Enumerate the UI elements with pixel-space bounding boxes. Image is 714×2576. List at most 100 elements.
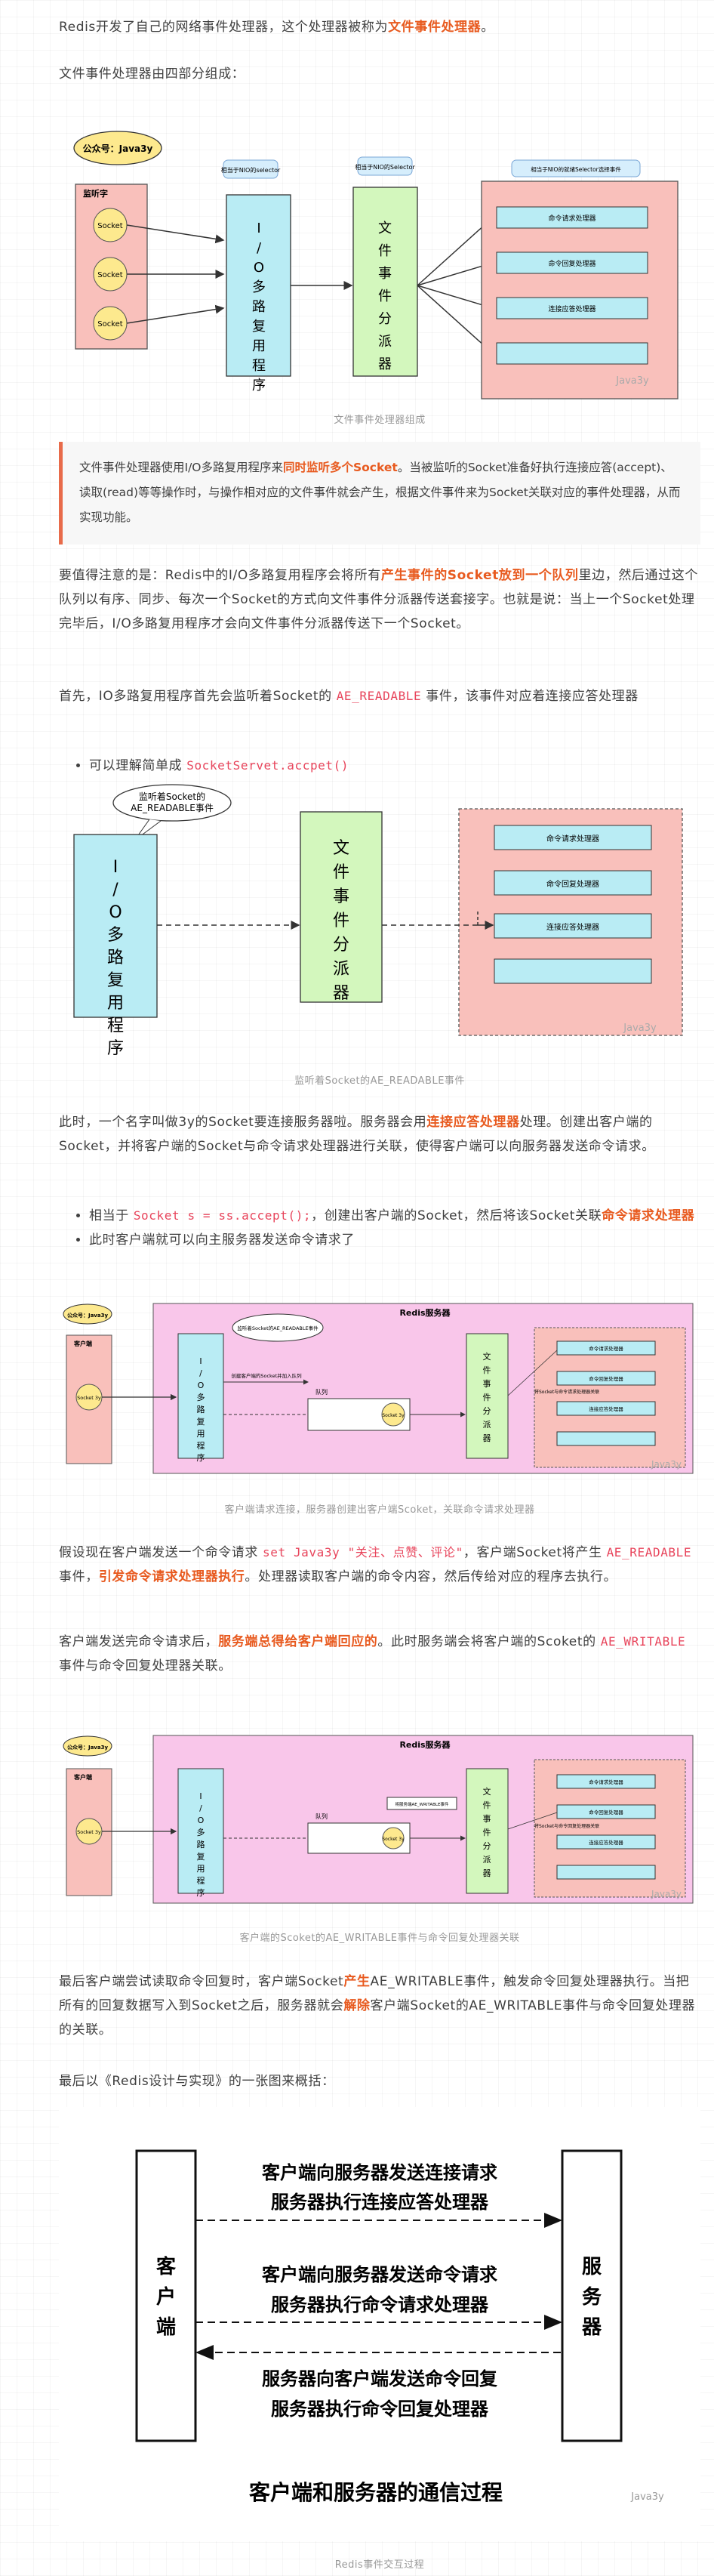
svg-text:客户端: 客户端 — [73, 1773, 92, 1781]
intro-highlight: 文件事件处理器 — [388, 20, 482, 35]
handler-empty — [496, 342, 648, 365]
handlers-note — [511, 159, 641, 177]
io-multiplexer-box — [177, 1768, 224, 1894]
svg-text:命令回复处理器: 命令回复处理器 — [546, 879, 599, 889]
fig4-caption: 客户端的Scoket的AE_WRITABLE事件与命令回复处理器关联 — [239, 1933, 520, 1944]
wechat-bubble — [63, 1303, 112, 1325]
svg-text:命令请求处理器: 命令请求处理器 — [589, 1345, 623, 1352]
dispatcher-title: 文件事件分派器 — [378, 221, 392, 372]
svg-text:Socket 3y: Socket 3y — [382, 1837, 405, 1842]
svg-text:命令请求处理器: 命令请求处理器 — [589, 1779, 623, 1785]
listen-label: 监听字 — [83, 188, 108, 199]
client-label: 客户端 — [156, 2255, 177, 2339]
watermark: Java3y — [651, 1459, 682, 1470]
wechat-bubble — [63, 1735, 112, 1757]
readable-code: AE_READABLE — [336, 689, 422, 703]
diagram-title: 客户端和服务器的通信过程 — [249, 2480, 503, 2505]
svg-text:命令请求处理器: 命令请求处理器 — [548, 214, 596, 223]
svg-text:相当于NIO的就绪Selector选择事件: 相当于NIO的就绪Selector选择事件 — [531, 165, 621, 173]
svg-text:Redis服务器: Redis服务器 — [399, 1739, 451, 1750]
svg-text:连接应答处理器: 连接应答处理器 — [548, 304, 596, 313]
svg-text:连接应答处理器: 连接应答处理器 — [589, 1405, 623, 1412]
listen-bubble — [112, 784, 232, 822]
dispatcher-note — [357, 156, 413, 176]
handler-request — [556, 1774, 656, 1789]
svg-text:Socket 3y: Socket 3y — [382, 1413, 405, 1418]
svg-text:Socket: Socket — [97, 320, 123, 329]
svg-text:Socket 3y: Socket 3y — [77, 1395, 101, 1401]
fig5-caption: Redis事件交互过程 — [334, 2559, 425, 2571]
handler-empty — [556, 1431, 656, 1446]
fig3-caption: 客户端请求连接，服务器创建出客户端Scoket，关联命令请求处理器 — [224, 1504, 535, 1516]
queue-paragraph: 要值得注意的是：Redis中的I/O多路复用程序会将所有产生事件的Socket放… — [59, 568, 698, 631]
svg-text:队列: 队列 — [315, 1812, 328, 1820]
accept-bullets: 相当于 Socket s = ss.accept();，创建出客户端的Socke… — [59, 1204, 700, 1252]
accept-bullet-list: 可以理解简单成 SocketServet.accpet() — [59, 754, 700, 778]
queue-highlight: 产生事件的Socket放到一个队列 — [380, 568, 579, 583]
watermark: Java3y — [623, 1023, 657, 1034]
svg-text:连接应答处理器: 连接应答处理器 — [546, 922, 599, 932]
queued-socket — [382, 1827, 405, 1849]
watermark: Java3y — [630, 2491, 664, 2503]
communication-diagram: 客户端 服务器 客户端向服务器发送连接请求 服务器执行连接应答处理器 客户端向服… — [59, 2107, 700, 2541]
svg-text:连接应答处理器: 连接应答处理器 — [589, 1839, 623, 1846]
command-paragraph: 假设现在客户端发送一个命令请求 set Java3y "关注、点赞、评论"，客户… — [59, 1545, 692, 1584]
summary-paragraph: 最后以《Redis设计与实现》的一张图来概括： — [59, 2074, 335, 2089]
svg-text:监听着Socket的AE_READABLE事件: 监听着Socket的AE_READABLE事件 — [237, 1325, 319, 1331]
svg-text:Socket: Socket — [97, 271, 123, 279]
line-connect-accept: 服务器执行连接应答处理器 — [271, 2192, 489, 2213]
listen-note — [232, 1313, 324, 1342]
svg-text:客户端: 客户端 — [73, 1340, 92, 1347]
svg-text:创建客户端的Socket并加入队列: 创建客户端的Socket并加入队列 — [231, 1372, 301, 1379]
line-command-handler: 服务器执行命令请求处理器 — [271, 2294, 489, 2315]
line-reply-handler: 服务器执行命令回复处理器 — [271, 2399, 489, 2420]
svg-text:Redis服务器: Redis服务器 — [399, 1307, 451, 1318]
svg-text:命令请求处理器: 命令请求处理器 — [546, 834, 599, 844]
handler-reply — [556, 1371, 656, 1386]
connect-highlight: 连接应答处理器 — [426, 1115, 520, 1130]
server-column — [561, 2149, 623, 2442]
readable-paragraph: 首先，IO多路复用程序首先会监听着Socket的 AE_READABLE 事件，… — [59, 689, 639, 704]
fig1-caption: 文件事件处理器组成 — [334, 415, 426, 426]
svg-text:将Socket与命令回复处理器关联: 将Socket与命令回复处理器关联 — [534, 1823, 599, 1829]
handler-empty — [556, 1865, 656, 1880]
svg-text:Socket 3y: Socket 3y — [77, 1829, 101, 1835]
svg-text:命令回复处理器: 命令回复处理器 — [589, 1809, 623, 1816]
line-reply-send: 服务器向客户端发送命令回复 — [262, 2368, 498, 2389]
line-connect-request: 客户端向服务器发送连接请求 — [262, 2162, 497, 2183]
wechat-bubble — [73, 131, 162, 165]
svg-text:相当于NIO的Selector: 相当于NIO的Selector — [355, 163, 415, 171]
handler-accept — [556, 1401, 656, 1416]
release-paragraph: 最后客户端尝试读取命令回复时，客户端Socket产生AE_WRITABLE事件，… — [59, 1974, 696, 2038]
dispatcher-box — [466, 1768, 509, 1894]
connect-paragraph: 此时，一个名字叫做3y的Socket要连接服务器啦。服务器会用连接应答处理器处理… — [59, 1115, 655, 1154]
blockquote: 文件事件处理器使用I/O多路复用程序来同时监听多个Socket。当被监听的Soc… — [59, 442, 700, 545]
dispatcher-box — [352, 187, 418, 377]
handler-reply — [494, 870, 652, 896]
dispatcher-title: 文件事件分派器 — [483, 1351, 491, 1443]
line-command-request: 客户端向服务器发送命令请求 — [262, 2264, 497, 2285]
watermark: Java3y — [615, 375, 649, 387]
writable-note — [386, 1797, 457, 1810]
bullet-client: 此时客户端就可以向主服务器发送命令请求了 — [89, 1228, 700, 1252]
io-multiplexer-box — [73, 834, 158, 1018]
dispatcher-box — [466, 1333, 509, 1459]
watermark: Java3y — [651, 1889, 682, 1899]
io-note — [223, 159, 279, 179]
fig2-caption: 监听着Socket的AE_READABLE事件 — [294, 1075, 465, 1087]
svg-text:将服务端AE_WRITABLE事件: 将服务端AE_WRITABLE事件 — [395, 1801, 449, 1807]
reply-paragraph: 客户端发送完命令请求后，服务端总得给客户端回应的。此时服务端会将客户端的Scok… — [59, 1634, 686, 1674]
svg-text:相当于NIO的selector: 相当于NIO的selector — [221, 166, 281, 174]
dispatcher-title: 文件事件分派器 — [483, 1786, 491, 1878]
svg-text:公众号：Java3y: 公众号：Java3y — [67, 1744, 108, 1751]
accept-bullet: 可以理解简单成 SocketServet.accpet() — [89, 754, 700, 778]
svg-text:命令回复处理器: 命令回复处理器 — [589, 1375, 623, 1382]
client-column — [135, 2149, 197, 2442]
handler-request — [556, 1340, 656, 1356]
